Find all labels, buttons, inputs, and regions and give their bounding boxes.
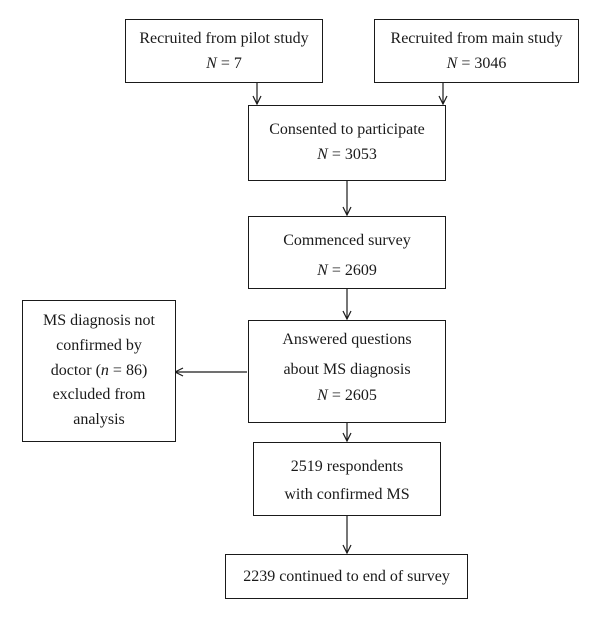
excluded-line4: excluded from: [52, 386, 146, 404]
excluded-box: MS diagnosis not confirmed by doctor (n …: [22, 300, 176, 442]
main-study-count: N = 3046: [446, 54, 507, 72]
answered-line2: about MS diagnosis: [283, 361, 411, 379]
consented-label: Consented to participate: [269, 121, 425, 138]
confirmed-line2: with confirmed MS: [284, 486, 410, 503]
commenced-box: Commenced survey N = 2609: [248, 216, 446, 289]
pilot-study-label: Recruited from pilot study: [139, 30, 309, 47]
main-study-box: Recruited from main study N = 3046: [374, 19, 579, 83]
answered-count: N = 2605: [317, 386, 377, 404]
consented-box: Consented to participate N = 3053: [248, 105, 446, 181]
main-study-label: Recruited from main study: [390, 30, 563, 47]
commenced-label: Commenced survey: [283, 232, 411, 249]
consented-count: N = 3053: [317, 145, 377, 163]
confirmed-line1: 2519 respondents: [290, 458, 404, 475]
excluded-line2: confirmed by: [56, 336, 142, 354]
end-of-survey-label: 2239 continued to end of survey: [243, 568, 450, 585]
excluded-line5: analysis: [73, 411, 125, 429]
pilot-study-count: N = 7: [206, 54, 242, 72]
answered-line1: Answered questions: [282, 331, 412, 348]
end-of-survey-box: 2239 continued to end of survey: [225, 554, 468, 599]
excluded-line1: MS diagnosis not: [42, 312, 155, 329]
excluded-line3: doctor (n = 86): [50, 361, 148, 379]
pilot-study-box: Recruited from pilot study N = 7: [125, 19, 323, 83]
answered-box: Answered questions about MS diagnosis N …: [248, 320, 446, 423]
commenced-count: N = 2609: [317, 262, 377, 280]
confirmed-box: 2519 respondents with confirmed MS: [253, 442, 441, 516]
